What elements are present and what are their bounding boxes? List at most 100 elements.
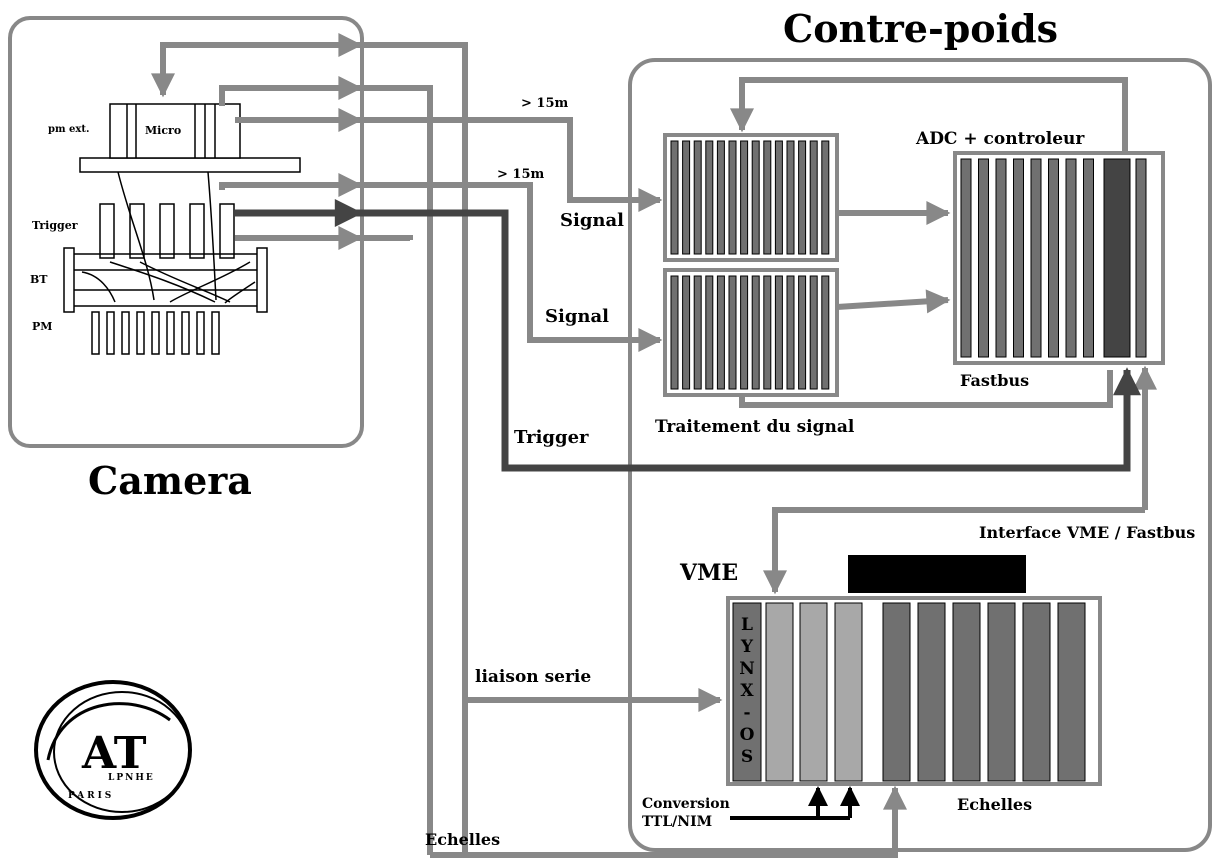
crate-module: [809, 140, 818, 255]
adc-label: ADC + controleur: [915, 129, 1085, 149]
bottom-to-fastbus: [836, 289, 951, 314]
vme-module: [952, 602, 981, 782]
interface-label: Interface VME / Fastbus: [979, 523, 1195, 542]
crate-module: [763, 275, 772, 390]
trigger-line: [235, 209, 1141, 472]
camera-box: [8, 16, 364, 448]
cam-line-a: [235, 117, 663, 212]
liaison-label: liaison serie: [475, 667, 591, 687]
logo-letters: AT: [81, 728, 147, 779]
crate-module: [809, 275, 818, 390]
logo-text-2: PARIS: [68, 791, 114, 801]
fastbus-module: [1013, 158, 1024, 358]
lynx-os-letter: L: [741, 615, 753, 635]
crate-module: [786, 140, 795, 255]
trigger-small-label: Trigger: [32, 219, 78, 232]
fastbus-module: [1135, 158, 1147, 358]
echelles-bottom-label: Echelles: [425, 830, 500, 849]
crate-module: [693, 140, 702, 255]
lynx-os-module: [732, 602, 762, 782]
crate-module: [740, 275, 749, 390]
crate-module: [821, 140, 830, 255]
fastbus-module: [960, 158, 972, 358]
camera-title: Camera: [88, 458, 252, 503]
fastbus-module: [995, 158, 1007, 358]
conversion-label-1: Conversion: [642, 796, 730, 812]
camera-internals: [63, 103, 301, 355]
crate-module: [774, 275, 783, 390]
crate-module: [682, 275, 691, 390]
crate-module: [716, 140, 725, 255]
crate-module: [751, 275, 760, 390]
signal-label-a: Signal: [560, 210, 624, 231]
echelles-line: [430, 785, 907, 858]
fastbus-controller-module: [1103, 158, 1131, 358]
traitement-crate-bottom: [663, 268, 839, 397]
vme-module: [834, 602, 863, 782]
pm-ext-label: pm ext.: [48, 124, 89, 135]
lpnhe-logo: AT LPNHE PARIS: [34, 680, 192, 820]
vme-module: [917, 602, 946, 782]
vme-module: [799, 602, 828, 782]
contre-poids-title: Contre-poids: [783, 6, 1058, 51]
logo-text-1: LPNHE: [108, 773, 155, 783]
fastbus-module: [1048, 158, 1059, 358]
micro-label: Micro: [145, 124, 181, 137]
vme-module: [1057, 602, 1086, 782]
vme-crate: [726, 596, 1102, 786]
crate-module: [728, 140, 737, 255]
fastbus-crate: [953, 151, 1165, 365]
crate-module: [751, 140, 760, 255]
crate-module: [705, 275, 714, 390]
vme-module: [765, 602, 794, 782]
lynx-os-letter: N: [739, 659, 755, 679]
lynx-os-letter: S: [741, 747, 753, 767]
fastbus-module: [1030, 158, 1042, 358]
vme-label: VME: [679, 560, 738, 586]
vme-module: [1022, 602, 1051, 782]
micro-control-line: [151, 42, 468, 855]
fastbus-module: [1065, 158, 1077, 358]
crate-module: [670, 140, 679, 255]
crate-module: [798, 140, 807, 255]
crate-module: [763, 140, 772, 255]
vme-module: [882, 602, 911, 782]
crate-module: [786, 275, 795, 390]
crate-module: [740, 140, 749, 255]
trigger-label: Trigger: [514, 427, 589, 448]
lynx-os-letter: O: [740, 725, 755, 745]
crate-module: [821, 275, 830, 390]
lynx-os-letter: X: [740, 681, 754, 701]
cam-line-c: [235, 235, 413, 241]
crate-module: [728, 275, 737, 390]
crate-module: [682, 140, 691, 255]
cam-top-line: [219, 85, 433, 855]
crate-module: [798, 275, 807, 390]
feedback-top: [730, 77, 1128, 153]
crate-module: [670, 275, 679, 390]
fastbus-module: [978, 158, 989, 358]
vme-module: [987, 602, 1016, 782]
fastbus-module: [1083, 158, 1094, 358]
crate-module: [705, 140, 714, 255]
conversion-label-2: TTL/NIM: [642, 814, 712, 830]
signal-label-b: Signal: [545, 306, 609, 327]
lynx-os-letter: -: [743, 703, 750, 723]
traitement-label: Traitement du signal: [655, 417, 855, 437]
gt15m-label-a: > 15m: [521, 96, 569, 111]
gt15m-label-b: > 15m: [497, 167, 545, 182]
contre-poids-box: [628, 58, 1212, 852]
fastbus-label: Fastbus: [960, 371, 1029, 390]
echelles-crate-label: Echelles: [957, 795, 1032, 814]
crate-module: [693, 275, 702, 390]
lynx-os-letter: Y: [740, 637, 754, 657]
pm-label: PM: [32, 320, 52, 333]
crate-module: [716, 275, 725, 390]
cam-line-b: [219, 182, 663, 352]
feedback-bottom: [739, 370, 1113, 408]
interface-line: [763, 507, 1145, 595]
traitement-crate-top: [663, 133, 839, 262]
crate-module: [774, 140, 783, 255]
